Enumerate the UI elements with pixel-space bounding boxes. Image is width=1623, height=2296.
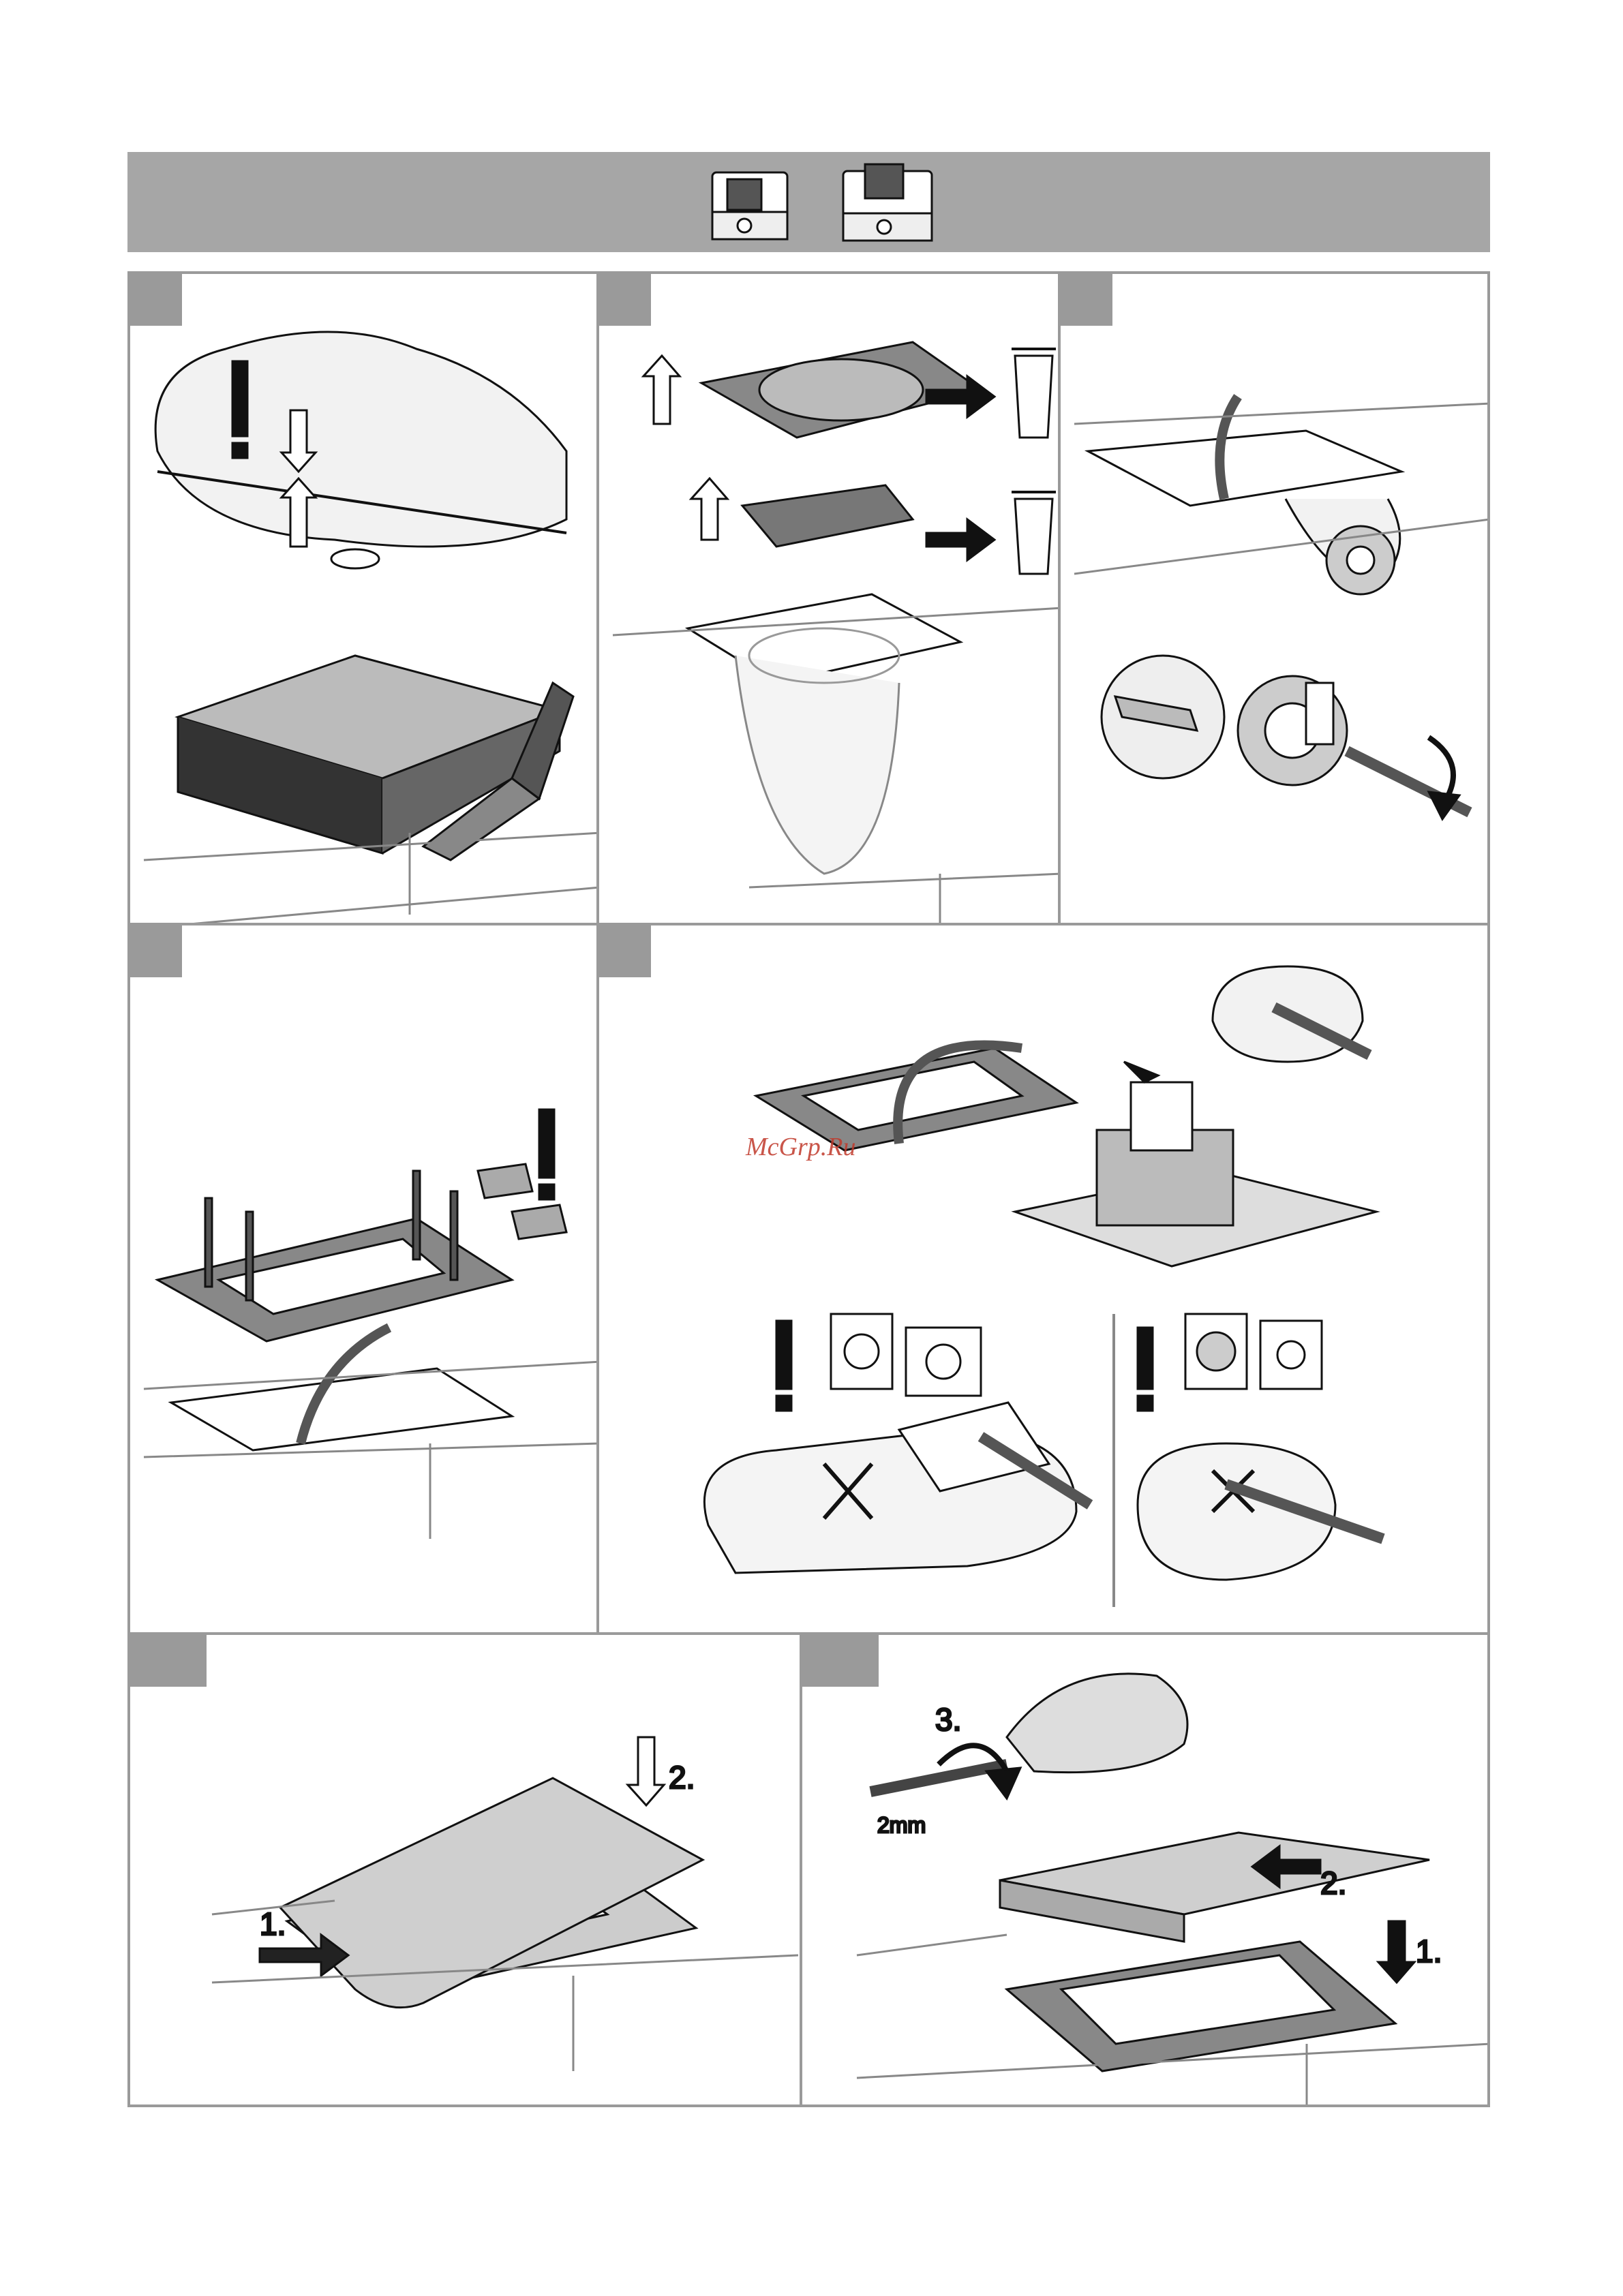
warning-exclamation-icon-4 — [1138, 1328, 1153, 1411]
flush-plate-square-icon — [1185, 1314, 1322, 1389]
step-3-panel — [1058, 271, 1490, 925]
step-7-label-3: 3. — [935, 1702, 961, 1737]
module-correct-icon — [1138, 1443, 1383, 1580]
step-3-illustration — [1061, 274, 1490, 925]
up-arrow-icon — [643, 356, 680, 424]
step-6-illustration: 1. 2. — [130, 1635, 802, 2107]
warning-exclamation-icon — [232, 361, 247, 458]
step-4-panel — [127, 923, 599, 1635]
step-7-dimension: 2mm — [877, 1813, 926, 1837]
hose-connection-detail-icon — [1213, 966, 1369, 1062]
step-6-panel: 1. 2. — [127, 1632, 802, 2107]
valve-detail-icon — [1238, 676, 1347, 785]
flush-module-icon — [1015, 1082, 1376, 1266]
down-arrow-press-icon — [628, 1737, 664, 1805]
step-6-label-1: 1. — [260, 1906, 286, 1942]
step-7-panel: 3. 2mm 2. 1. — [800, 1632, 1490, 2107]
protective-insert-icon — [742, 485, 913, 547]
flush-plate-round-icon — [831, 1314, 981, 1396]
module-wrong-icon — [704, 1403, 1090, 1573]
step-2-panel — [596, 271, 1061, 925]
trash-bin-icon — [1012, 349, 1056, 438]
step-7-label-1: 1. — [1416, 1933, 1442, 1969]
step-7-illustration: 3. 2mm 2. 1. — [802, 1635, 1490, 2107]
screwdriver-icon-2 — [870, 1764, 1007, 1792]
flushing-nozzle-icon — [1102, 656, 1224, 778]
step-7-label-2: 2. — [1320, 1865, 1346, 1901]
trash-bin-2-icon — [1012, 492, 1056, 574]
right-arrow-small-icon — [1124, 1062, 1158, 1082]
warning-exclamation-icon-2 — [539, 1109, 554, 1199]
product-icons — [127, 152, 1490, 252]
product-icon-small — [712, 172, 787, 239]
step-6-label-2: 2. — [669, 1760, 695, 1795]
cover-plate-icon-2 — [1000, 1833, 1429, 1942]
step-4-illustration — [130, 925, 599, 1635]
down-arrow-press-icon-2 — [1378, 1921, 1414, 1983]
step-1-illustration — [130, 274, 599, 925]
step-5-illustration — [599, 925, 1490, 1635]
product-icon-large — [843, 164, 932, 241]
step-2-illustration — [599, 274, 1061, 925]
step-1-panel — [127, 271, 599, 925]
watermark: McGrp.Ru — [746, 1132, 855, 1162]
up-arrow-2-icon — [691, 478, 727, 540]
right-arrow-2-icon — [926, 519, 995, 560]
warning-exclamation-icon-3 — [776, 1321, 791, 1411]
step-5-panel: McGrp.Ru — [596, 923, 1490, 1635]
header-banner — [127, 152, 1490, 252]
locking-screw-detail-icon — [1007, 1674, 1187, 1773]
